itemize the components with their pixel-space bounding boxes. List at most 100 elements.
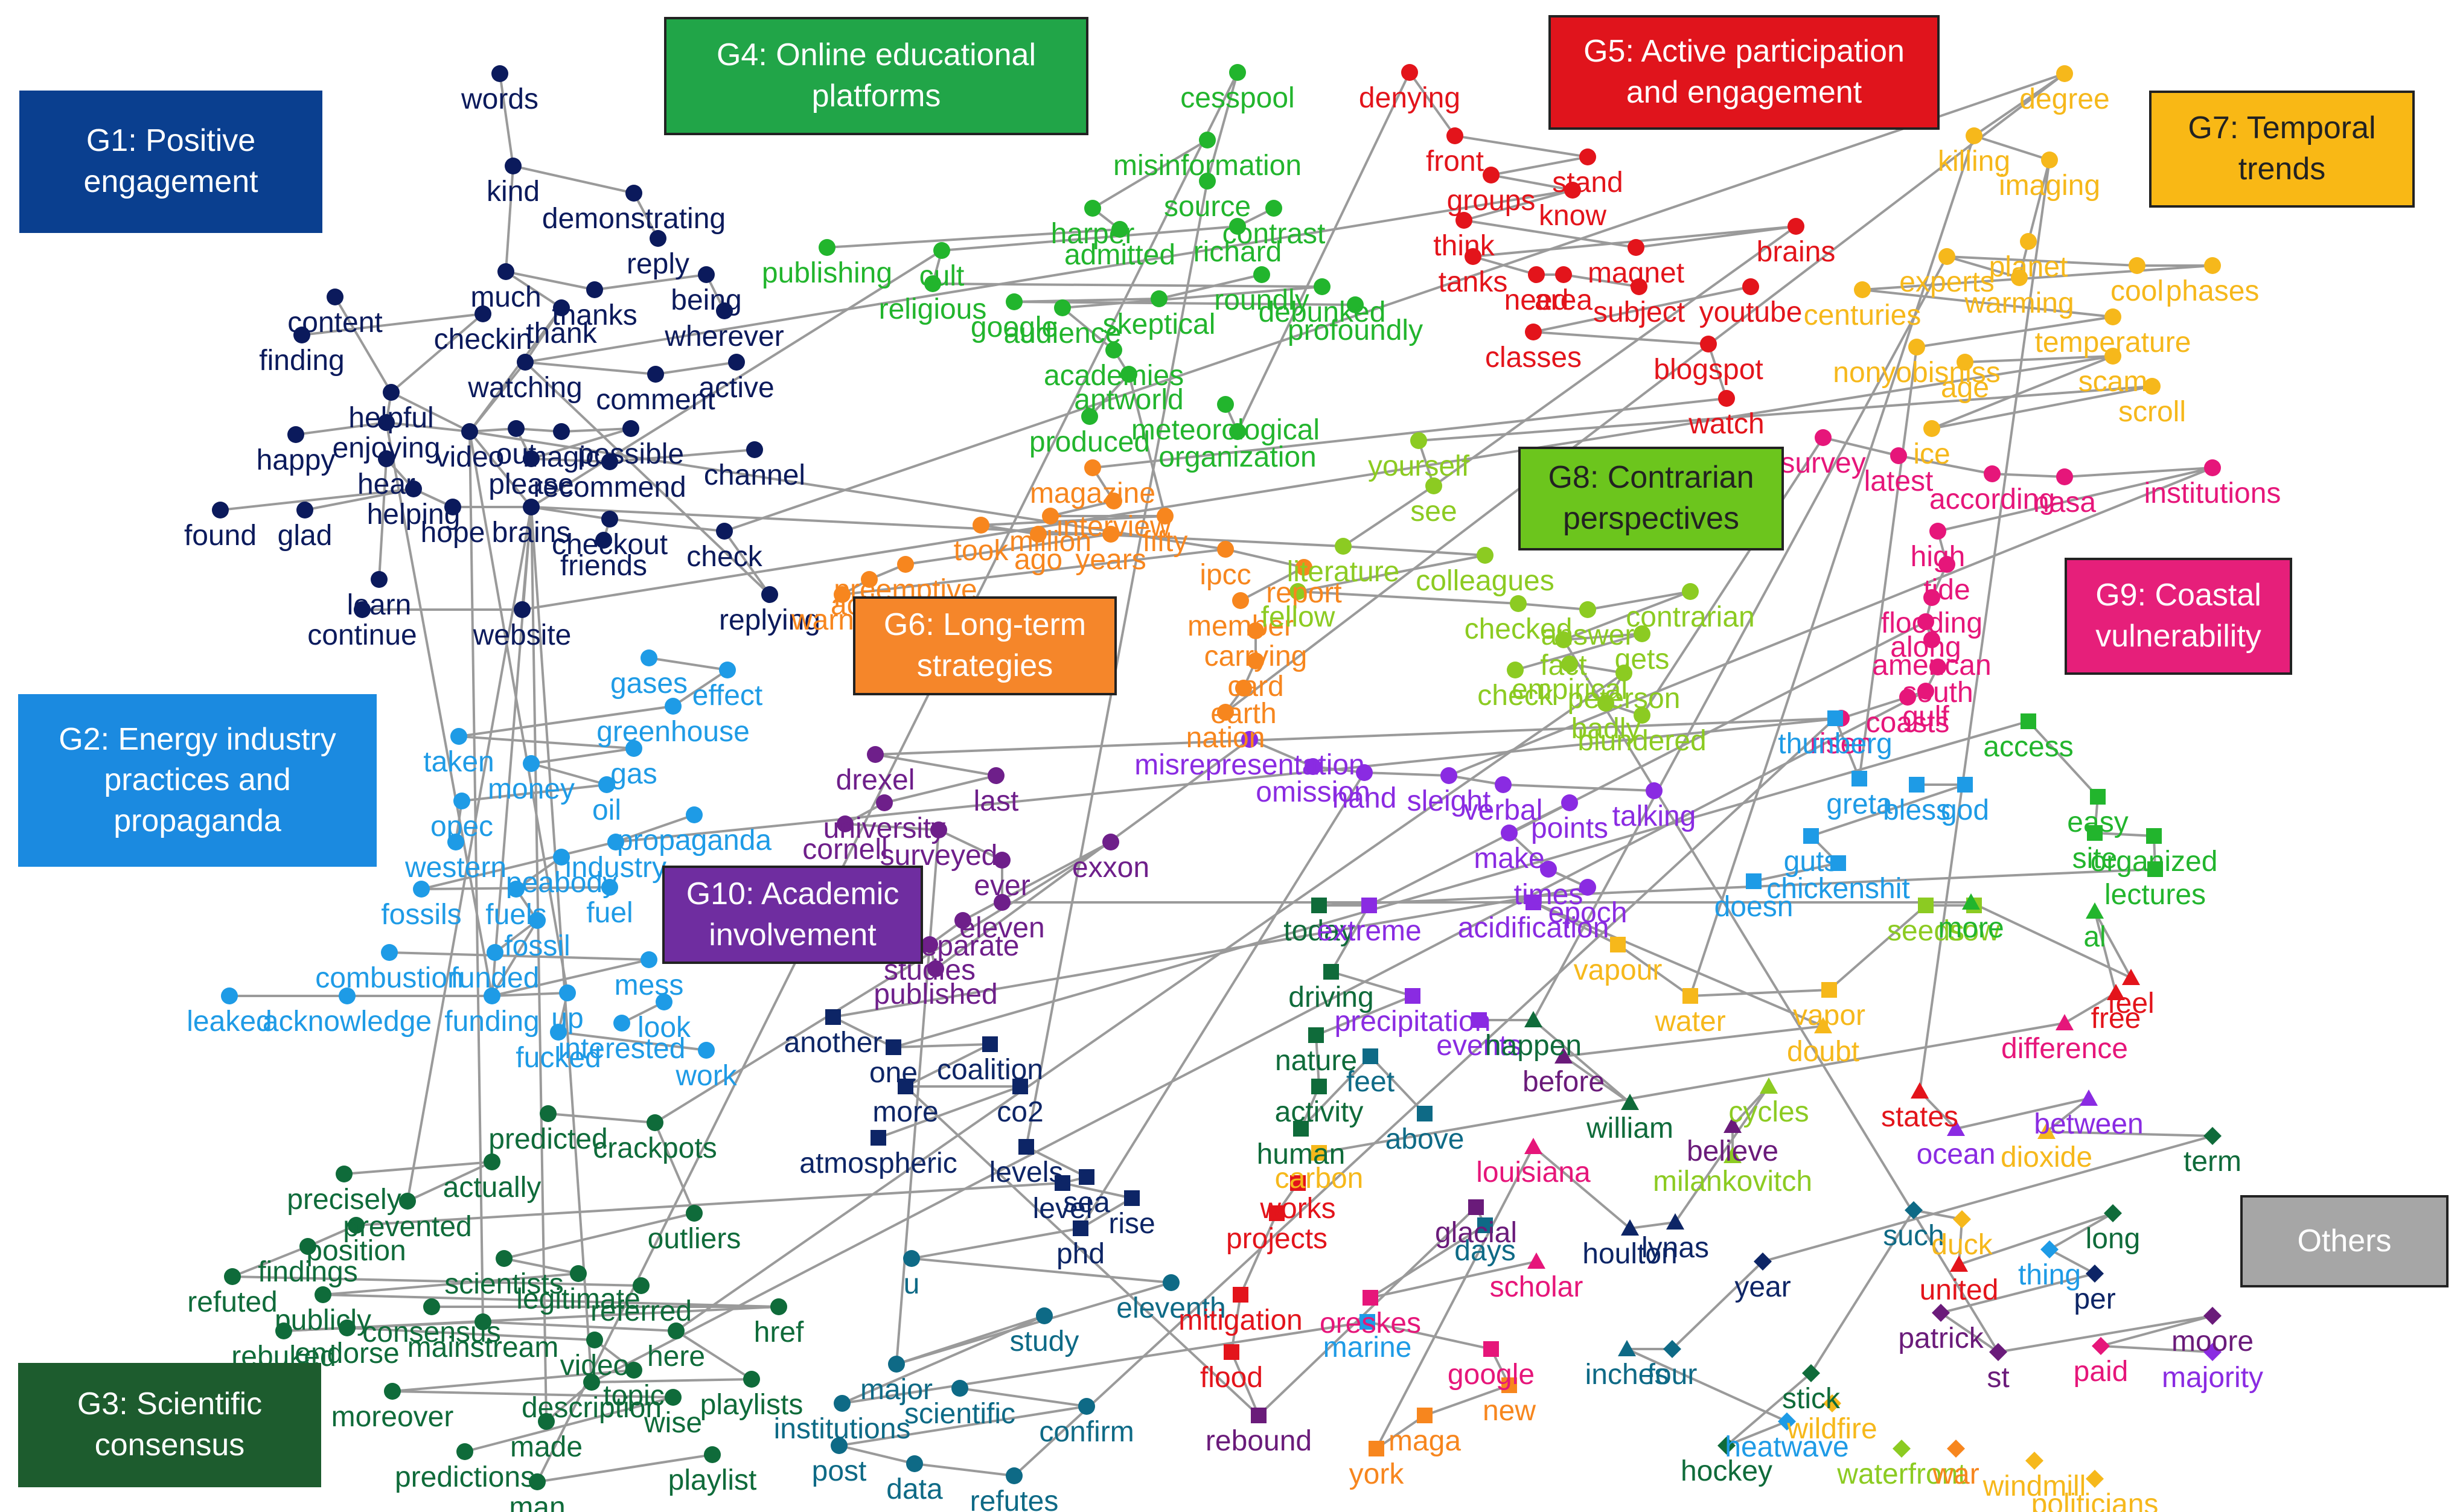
word-label: vapor	[1793, 1000, 1865, 1032]
word-node	[2107, 984, 2125, 1000]
word-node	[831, 1437, 848, 1454]
word-node	[1966, 127, 1982, 144]
edge	[524, 361, 771, 596]
word-node	[423, 1298, 440, 1315]
edge	[1532, 1146, 1631, 1230]
word-label: difference	[2001, 1033, 2128, 1065]
edge	[675, 672, 1625, 1332]
word-node	[1854, 281, 1871, 298]
word-label: doesn	[1714, 891, 1794, 923]
edge	[893, 1043, 991, 1048]
word-node	[1084, 200, 1101, 217]
edge	[845, 823, 939, 831]
word-label: greta	[1826, 788, 1893, 820]
word-label: separate	[907, 930, 1020, 962]
edge	[875, 717, 1842, 756]
word-node	[2080, 1089, 2098, 1106]
word-node	[371, 571, 388, 588]
word-node	[1335, 538, 1352, 555]
word-label: nature	[1275, 1045, 1357, 1077]
edge	[1375, 1414, 1426, 1450]
word-node	[1006, 293, 1023, 310]
word-node	[224, 1268, 241, 1285]
word-node	[550, 1024, 567, 1041]
word-node	[1120, 366, 1137, 383]
edge	[537, 1453, 713, 1483]
word-node	[1084, 459, 1101, 476]
word-label: moore	[2171, 1325, 2254, 1357]
word-label: experts	[1899, 266, 1994, 298]
word-node	[641, 649, 657, 666]
word-label: here	[647, 1341, 705, 1373]
word-node	[1787, 218, 1804, 235]
group-label-g4: G4: Online educational platforms	[664, 17, 1088, 135]
edge	[839, 1444, 915, 1465]
word-node	[656, 994, 673, 1010]
word-node	[1363, 1048, 1378, 1064]
word-node	[1579, 879, 1596, 896]
word-node	[1908, 339, 1925, 356]
edge	[839, 1405, 1087, 1447]
edge	[1225, 548, 1305, 569]
edge	[491, 992, 568, 997]
edge	[1240, 566, 1305, 602]
word-label: hand	[1332, 782, 1397, 814]
word-label: milankovitch	[1653, 1166, 1812, 1198]
word-label: one	[869, 1057, 918, 1089]
edge	[672, 669, 729, 707]
word-node	[1561, 794, 1578, 811]
word-node	[1524, 1138, 1542, 1154]
edge	[1079, 1197, 1133, 1230]
word-node	[825, 1009, 841, 1025]
word-label: description	[522, 1392, 662, 1424]
word-node	[622, 420, 639, 437]
word-label: classes	[1485, 342, 1582, 374]
word-node	[1157, 508, 1174, 525]
word-node	[625, 185, 642, 202]
word-label: chickenshit	[1766, 873, 1909, 905]
word-node	[1962, 893, 1980, 910]
edge	[1626, 1348, 1787, 1423]
edge	[896, 1281, 1172, 1365]
word-label: topic	[603, 1380, 664, 1412]
word-label: eleventh	[1116, 1292, 1225, 1324]
word-label: profoundly	[1288, 314, 1423, 346]
edge	[406, 506, 532, 1202]
word-label: western	[404, 852, 506, 884]
word-label: words	[461, 83, 538, 115]
word-node	[1923, 589, 1940, 606]
word-label: reply	[627, 248, 689, 280]
word-node	[906, 1455, 923, 1472]
edge	[2027, 159, 2051, 242]
word-node	[384, 1383, 401, 1400]
edge	[1490, 174, 1573, 191]
word-label: cool	[2110, 275, 2164, 307]
edge	[1671, 1260, 1764, 1350]
word-label: latest	[1864, 465, 1934, 497]
word-node	[1229, 64, 1246, 81]
word-node	[1957, 777, 1973, 793]
word-label: william	[1586, 1112, 1673, 1144]
word-label: omission	[1256, 776, 1370, 808]
edge	[1753, 862, 1839, 882]
word-label: according	[1929, 483, 2055, 515]
word-label: brains	[1757, 236, 1836, 268]
word-label: make	[1474, 843, 1544, 875]
word-node	[1663, 1340, 1681, 1358]
word-label: god	[1941, 794, 1989, 826]
word-label: verbal	[1464, 794, 1543, 826]
word-node	[1634, 707, 1650, 724]
edge	[1408, 71, 1456, 137]
word-label: consensus	[362, 1316, 500, 1348]
edge	[1503, 783, 1655, 792]
word-label: exxon	[1072, 852, 1149, 884]
word-label: check	[1477, 680, 1553, 712]
word-node	[1890, 447, 1907, 464]
edge	[1532, 1019, 1631, 1104]
word-label: eleven	[959, 912, 1044, 944]
word-label: cycles	[1728, 1096, 1809, 1128]
word-node	[354, 601, 371, 618]
edge	[1916, 316, 2113, 348]
word-node	[1814, 1017, 1832, 1033]
word-label: magnet	[1588, 257, 1684, 289]
